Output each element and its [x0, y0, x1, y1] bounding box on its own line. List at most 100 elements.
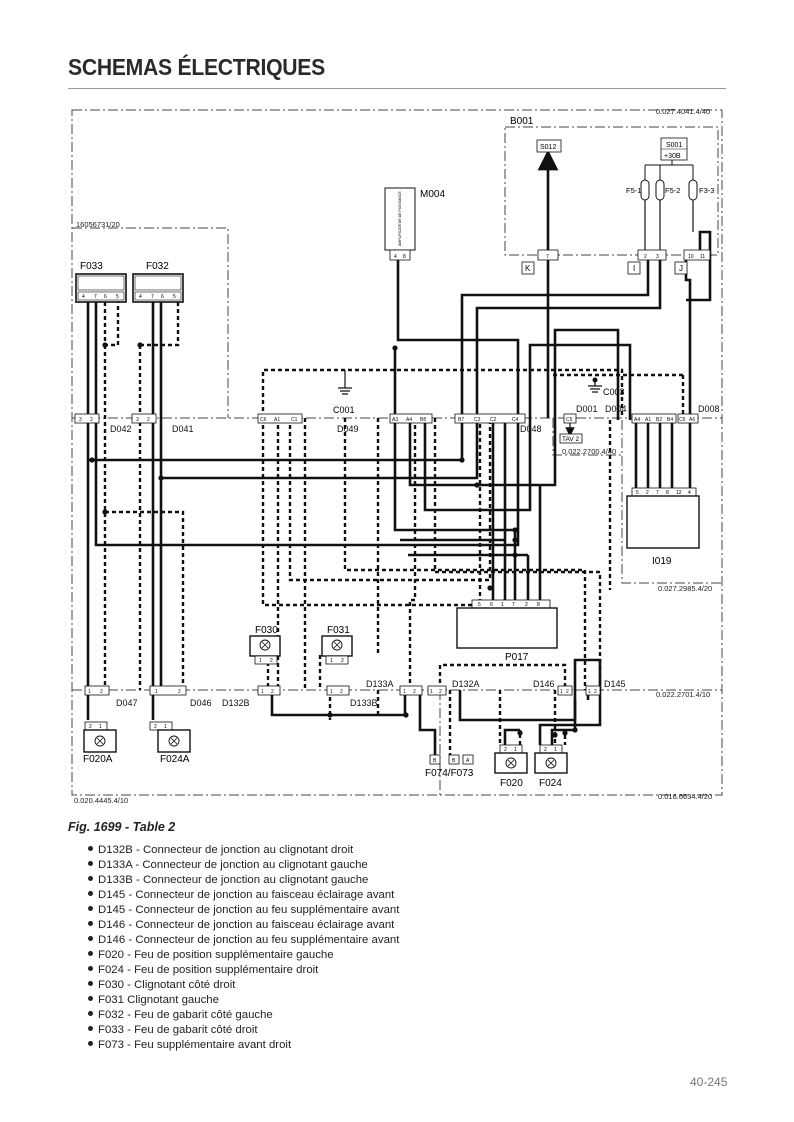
svg-text:1: 1 — [501, 602, 504, 608]
svg-text:1: 1 — [259, 658, 262, 664]
f030-label: F030 — [255, 625, 278, 636]
junction-dots — [89, 342, 578, 738]
svg-text:2: 2 — [544, 747, 547, 753]
svg-text:2: 2 — [646, 490, 649, 496]
f033-label: F033 — [80, 261, 103, 272]
bullet-icon — [88, 906, 93, 912]
svg-text:2: 2 — [439, 689, 442, 695]
d001-label: D001 — [576, 404, 598, 414]
bullet-icon — [88, 1041, 93, 1047]
f020-label: F020 — [500, 778, 523, 789]
svg-text:C3: C3 — [474, 417, 481, 423]
i019-connector — [631, 487, 697, 497]
bullet-icon — [88, 876, 93, 882]
ground-c001 — [338, 370, 352, 395]
f3-3-label: F3-3 — [699, 186, 714, 195]
svg-text:B8: B8 — [420, 417, 426, 423]
bottom-connector-labels: D047 D046 D132B D133B D133A D132A D146 D… — [116, 679, 626, 708]
connector-letter-i: I — [633, 264, 635, 273]
svg-text:B: B — [452, 758, 456, 764]
legend-item: D145 - Connecteur de jonction au faiscea… — [88, 888, 399, 903]
page-number: 40-245 — [690, 1075, 728, 1089]
svg-text:1: 1 — [330, 658, 333, 664]
tav2-label: TAV 2 — [562, 436, 579, 443]
d146-label: D146 — [533, 679, 555, 689]
d048-label: D048 — [520, 424, 542, 434]
svg-text:1: 1 — [403, 689, 406, 695]
svg-text:5: 5 — [116, 294, 119, 300]
tav-box — [552, 418, 622, 456]
svg-text:1: 1 — [554, 747, 557, 753]
f074-pins-box — [429, 754, 474, 765]
frame-ref-bottom-right: 0.016.6634.4/20 — [658, 792, 712, 801]
svg-text:7: 7 — [94, 294, 97, 300]
legend-item: D145 - Connecteur de jonction au feu sup… — [88, 903, 399, 918]
page-title: SCHEMAS ÉLECTRIQUES — [68, 54, 325, 80]
bottom-connectors — [84, 685, 601, 696]
svg-text:1: 1 — [164, 724, 167, 730]
svg-text:2: 2 — [89, 724, 92, 730]
bullet-icon — [88, 981, 93, 987]
fuse-f5-2 — [655, 179, 665, 201]
f024-label: F024 — [539, 778, 562, 789]
svg-text:4: 4 — [82, 294, 85, 300]
svg-text:2: 2 — [341, 658, 344, 664]
b001-connector-i — [637, 249, 667, 261]
svg-text:4: 4 — [688, 490, 691, 496]
s001-sub-label: +30B — [664, 153, 681, 160]
f5-1-label: F5-1 — [626, 186, 641, 195]
d008-label: D008 — [698, 404, 720, 414]
svg-text:A1: A1 — [274, 417, 280, 423]
svg-text:7: 7 — [656, 490, 659, 496]
p017-box — [456, 607, 558, 649]
svg-text:2: 2 — [178, 689, 181, 695]
svg-text:C1: C1 — [291, 417, 298, 423]
figure-caption: Fig. 1699 - Table 2 — [68, 820, 176, 834]
svg-text:1: 1 — [560, 689, 563, 695]
title-divider — [68, 88, 726, 89]
svg-text:C6: C6 — [679, 417, 686, 423]
svg-text:3: 3 — [136, 417, 139, 423]
legend-item: F033 - Feu de gabarit côté droit — [88, 1023, 399, 1038]
svg-text:2: 2 — [154, 724, 157, 730]
f5-2-label: F5-2 — [665, 186, 680, 195]
svg-text:2: 2 — [271, 689, 274, 695]
svg-text:2: 2 — [594, 689, 597, 695]
frame-reference-labels: 0.027.4041.4/40 16056731/20 0.027.2985.4… — [74, 107, 712, 805]
frame-ref-top-right: 0.027.4041.4/40 — [656, 107, 710, 116]
d041-label: D041 — [172, 424, 194, 434]
svg-text:12: 12 — [676, 490, 682, 496]
svg-text:3: 3 — [656, 254, 659, 260]
svg-text:1: 1 — [430, 689, 433, 695]
legend-item: F032 - Feu de gabarit côté gauche — [88, 1008, 399, 1023]
bullet-icon — [88, 966, 93, 972]
svg-text:B2: B2 — [656, 417, 662, 423]
legend-item: D132B - Connecteur de jonction au cligno… — [88, 843, 399, 858]
i019-box — [626, 495, 700, 549]
d049-label: D049 — [337, 424, 359, 434]
f032-label: F032 — [146, 261, 169, 272]
svg-text:8: 8 — [403, 254, 406, 260]
frame-ref-left-box: 16056731/20 — [76, 220, 120, 229]
connector-letter-j: J — [679, 264, 683, 273]
svg-text:2: 2 — [100, 689, 103, 695]
d046-label: D046 — [190, 698, 212, 708]
frame-ref-bottom-left: 0.020.4445.4/10 — [74, 796, 128, 805]
bullet-icon — [88, 951, 93, 957]
svg-text:C4: C4 — [512, 417, 519, 423]
outer-frame — [71, 109, 723, 796]
m004-connector — [389, 249, 411, 261]
dotted-wires — [103, 302, 685, 755]
s001-label: S001 — [666, 142, 682, 149]
fuse-f5-1 — [640, 179, 650, 201]
svg-text:5: 5 — [636, 490, 639, 496]
i019-label: I019 — [652, 556, 672, 567]
svg-text:A6: A6 — [689, 417, 695, 423]
svg-text:3: 3 — [79, 417, 82, 423]
svg-text:6: 6 — [161, 294, 164, 300]
svg-text:2: 2 — [504, 747, 507, 753]
